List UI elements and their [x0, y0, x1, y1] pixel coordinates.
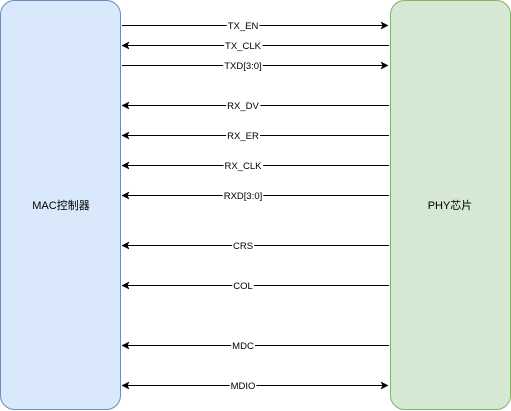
signal-label-background	[232, 280, 254, 291]
signal-rxd-3-0: RXD[3:0]	[121, 190, 389, 202]
mac-controller-box[interactable]	[0, 0, 121, 410]
signal-label: TX_EN	[228, 21, 259, 32]
signal-mdc: MDC	[121, 340, 389, 352]
arrow-left-icon	[121, 161, 130, 170]
signal-tx-en: TX_EN	[122, 20, 389, 32]
signal-rx-dv: RX_DV	[121, 100, 389, 112]
signal-label-background	[226, 100, 261, 111]
mac-controller-label: MAC控制器	[32, 198, 89, 212]
arrow-right-icon	[380, 61, 389, 70]
signal-label-background	[224, 40, 263, 51]
signal-txd-3-0: TXD[3:0]	[122, 60, 389, 72]
signal-crs: CRS	[121, 240, 389, 252]
arrow-left-icon	[121, 101, 130, 110]
signal-lines: TX_EN TX_CLK TXD[3:0] RX_DV RX_ER RX_CLK RXD[3…	[121, 20, 389, 392]
signal-label: RX_CLK	[225, 161, 263, 172]
signal-label: COL	[233, 281, 253, 292]
phy-chip-label: PHY芯片	[428, 198, 473, 212]
arrow-right-icon	[380, 21, 389, 30]
signal-label: RX_DV	[227, 101, 259, 112]
signal-rx-clk: RX_CLK	[121, 160, 389, 172]
signal-mdio: MDIO	[121, 380, 389, 392]
arrow-right-icon	[380, 381, 389, 390]
signal-label-background	[223, 160, 264, 171]
signal-label-background	[231, 340, 255, 351]
signal-label-background	[226, 20, 260, 31]
signal-label: RXD[3:0]	[224, 191, 263, 202]
signal-rx-er: RX_ER	[121, 130, 389, 142]
signal-tx-clk: TX_CLK	[121, 40, 389, 52]
arrow-left-icon	[121, 41, 130, 50]
signal-label: RX_ER	[227, 131, 259, 142]
signal-col: COL	[121, 280, 389, 292]
arrow-left-icon	[121, 281, 130, 290]
signal-label: CRS	[233, 241, 253, 252]
signal-label-background	[223, 60, 263, 71]
signal-label: MDC	[232, 341, 254, 352]
signal-label-background	[229, 380, 257, 391]
signal-label: TXD[3:0]	[224, 61, 262, 72]
arrow-left-icon	[121, 191, 130, 200]
signal-label-background	[231, 240, 255, 251]
arrow-left-icon	[121, 341, 130, 350]
signal-label-background	[222, 190, 264, 201]
arrow-left-icon	[121, 131, 130, 140]
arrow-left-icon	[121, 241, 130, 250]
arrow-left-icon	[121, 381, 130, 390]
signal-label-background	[226, 130, 260, 141]
signal-label: MDIO	[231, 381, 256, 392]
signal-label: TX_CLK	[225, 41, 262, 52]
